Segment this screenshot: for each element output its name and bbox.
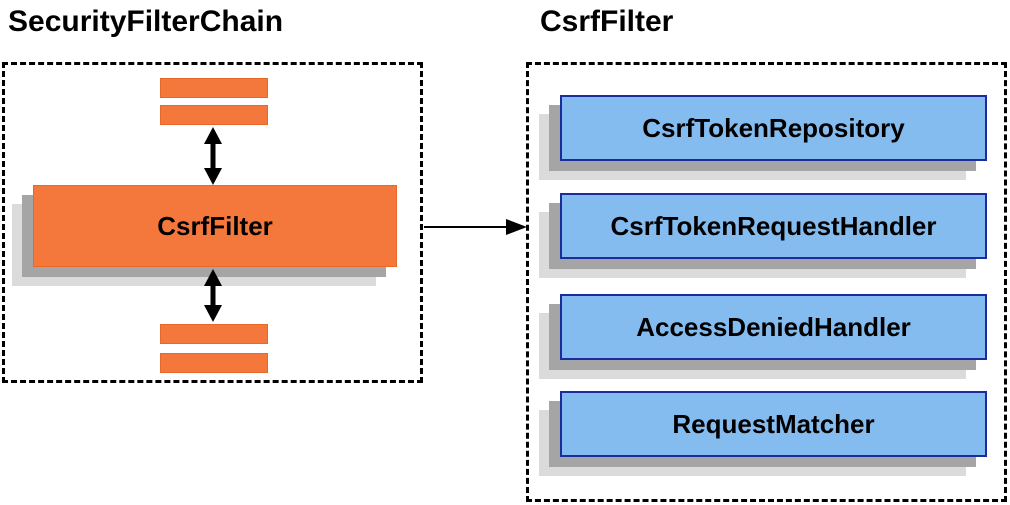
csrf-filter-box-label: CsrfFilter [157,210,273,241]
component-label: AccessDeniedHandler [636,311,911,342]
other-filter-bar-3 [160,324,268,344]
other-filter-bar-4 [160,353,268,373]
link-arrow-icon [424,219,527,235]
other-filter-bar-1 [160,78,268,98]
component-label: RequestMatcher [672,408,875,439]
component-box-request-matcher: RequestMatcher [560,391,987,457]
security-filter-chain-container [2,62,423,383]
component-label: CsrfTokenRepository [642,112,905,143]
left-panel-title: SecurityFilterChain [8,5,284,38]
component-box-access-denied-handler: AccessDeniedHandler [560,294,987,360]
right-panel-title: CsrfFilter [540,5,674,38]
component-box-csrf-token-request-handler: CsrfTokenRequestHandler [560,193,987,259]
csrf-filter-components-container [526,62,1007,502]
csrf-filter-box: CsrfFilter [33,185,397,267]
component-label: CsrfTokenRequestHandler [610,210,937,241]
component-box-csrf-token-repository: CsrfTokenRepository [560,95,987,161]
other-filter-bar-2 [160,105,268,125]
